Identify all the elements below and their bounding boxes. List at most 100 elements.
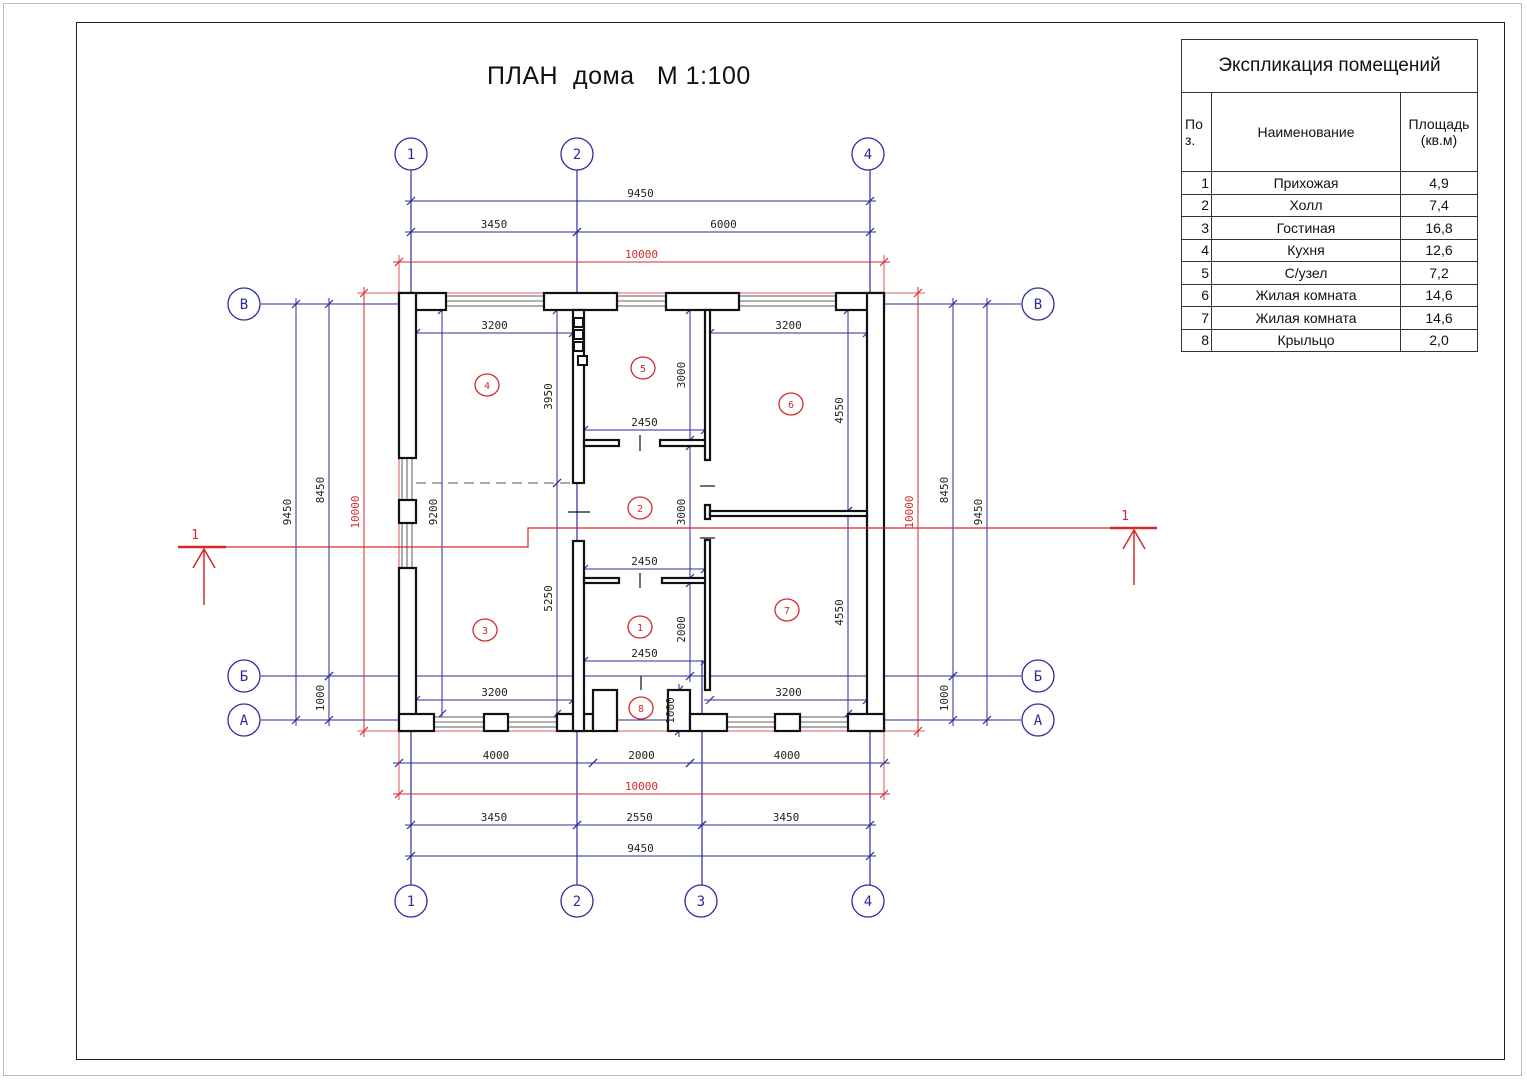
wall: [865, 291, 886, 733]
cell-name: Прихожая: [1211, 171, 1401, 195]
axis-row-left-bubble: [227, 703, 261, 737]
wall: [664, 291, 741, 312]
room-marker-circle: [627, 615, 653, 639]
room-marker-circle: [472, 618, 498, 642]
dimension-tick: [552, 478, 562, 488]
wall: [666, 688, 692, 733]
wall: [688, 712, 729, 733]
cell-area: 14,6: [1400, 306, 1478, 330]
wall: [773, 712, 802, 733]
room-number-5: 5: [640, 364, 646, 375]
room-marker-circle: [630, 356, 656, 380]
dimension-tick: [406, 851, 416, 861]
drawing-title: ПЛАН дома М 1:100: [487, 62, 751, 90]
wall: [708, 509, 869, 518]
dimension-hall_h: 3000: [675, 499, 688, 526]
dimension-bot_b: 4000: [774, 749, 801, 762]
wall: [582, 576, 621, 585]
wall: [397, 712, 436, 733]
cell-name: Кухня: [1211, 238, 1401, 262]
section-line: [178, 527, 1157, 548]
dimension-bot_porch: 2000: [628, 749, 655, 762]
dimension-left_overall: 9450: [281, 499, 294, 526]
dimension-tick: [572, 820, 582, 830]
axis-2-top-bubble: [560, 137, 594, 171]
cell-name: С/узел: [1211, 261, 1401, 285]
dimension-right_b: 1000: [938, 685, 951, 712]
cell-area: 4,9: [1400, 171, 1478, 195]
dimension-bot_wall: 10000: [625, 780, 658, 793]
dimension-tick: [705, 695, 715, 705]
ventilation-shaft: [573, 329, 584, 340]
axis-4-top-label: 4: [864, 147, 872, 163]
dimension-tick: [865, 227, 875, 237]
cell-area: 7,2: [1400, 261, 1478, 285]
dimension-kitchen_h: 3950: [542, 383, 555, 410]
room-number-7: 7: [784, 606, 790, 617]
cell-area: 16,8: [1400, 216, 1478, 240]
dimension-top_b: 6000: [710, 218, 737, 231]
dimension-living_w: 3200: [481, 686, 508, 699]
header-area: Площадь (кв.м): [1400, 92, 1478, 172]
section-label-right: 1: [1121, 509, 1129, 524]
dimension-tick: [324, 715, 334, 725]
dimension-right_wall: 10000: [903, 495, 916, 528]
dimension-tick: [697, 820, 707, 830]
dimension-left_a: 8450: [314, 477, 327, 504]
axis-row-right-bubble: [1021, 703, 1055, 737]
dimension-tick: [865, 196, 875, 206]
ventilation-shaft: [573, 317, 584, 328]
dimension-tick: [572, 227, 582, 237]
ventilation-shaft: [573, 341, 584, 352]
dimension-left_room_h: 9200: [427, 499, 440, 526]
dimension-tick: [588, 758, 598, 768]
wall: [571, 539, 586, 733]
axis-1-top-bubble: [394, 137, 428, 171]
axis-row-left-label: В: [240, 297, 248, 313]
dimension-bot_axis_c: 3450: [773, 811, 800, 824]
dimension-bot_axis_b: 2550: [626, 811, 653, 824]
axis-row-left-bubble: [227, 287, 261, 321]
wall: [542, 291, 619, 312]
wall: [397, 566, 418, 733]
room-marker-circle: [778, 392, 804, 416]
dimension-top_overall: 9450: [627, 187, 654, 200]
axis-row-right-label: А: [1034, 713, 1043, 729]
table-title: Экспликация помещений: [1181, 39, 1478, 93]
dimension-tick: [406, 820, 416, 830]
wall: [591, 688, 619, 733]
dimension-wc_h: 3000: [675, 362, 688, 389]
wall: [703, 308, 712, 462]
axis-2-top-label: 2: [573, 147, 581, 163]
room-number-2: 2: [637, 504, 643, 515]
dimension-entry_w: 2450: [631, 647, 658, 660]
dimension-room6_w: 3200: [775, 319, 802, 332]
dimension-left_b: 1000: [314, 685, 327, 712]
drawing-frame: [76, 22, 1505, 1060]
cell-area: 2,0: [1400, 328, 1478, 352]
section-label-left: 1: [191, 528, 199, 543]
section-arrow-icon: [1122, 528, 1146, 585]
axis-row-right-bubble: [1021, 659, 1055, 693]
axis-2-bottom-bubble: [560, 884, 594, 918]
cell-name: Гостиная: [1211, 216, 1401, 240]
room-number-1: 1: [637, 623, 643, 634]
axis-4-bottom-bubble: [851, 884, 885, 918]
ventilation-shaft: [577, 355, 588, 366]
wall: [397, 498, 418, 525]
dimension-tick: [406, 227, 416, 237]
dimension-hall_w: 2450: [631, 555, 658, 568]
dimension-top_a: 3450: [481, 218, 508, 231]
dimension-top_wall: 10000: [625, 248, 658, 261]
room-number-4: 4: [484, 381, 490, 392]
wall: [482, 712, 510, 733]
dimension-tick: [324, 299, 334, 309]
dimension-porch_h: 1000: [664, 697, 677, 724]
axis-4-bottom-label: 4: [864, 894, 872, 910]
room-number-6: 6: [788, 400, 794, 411]
